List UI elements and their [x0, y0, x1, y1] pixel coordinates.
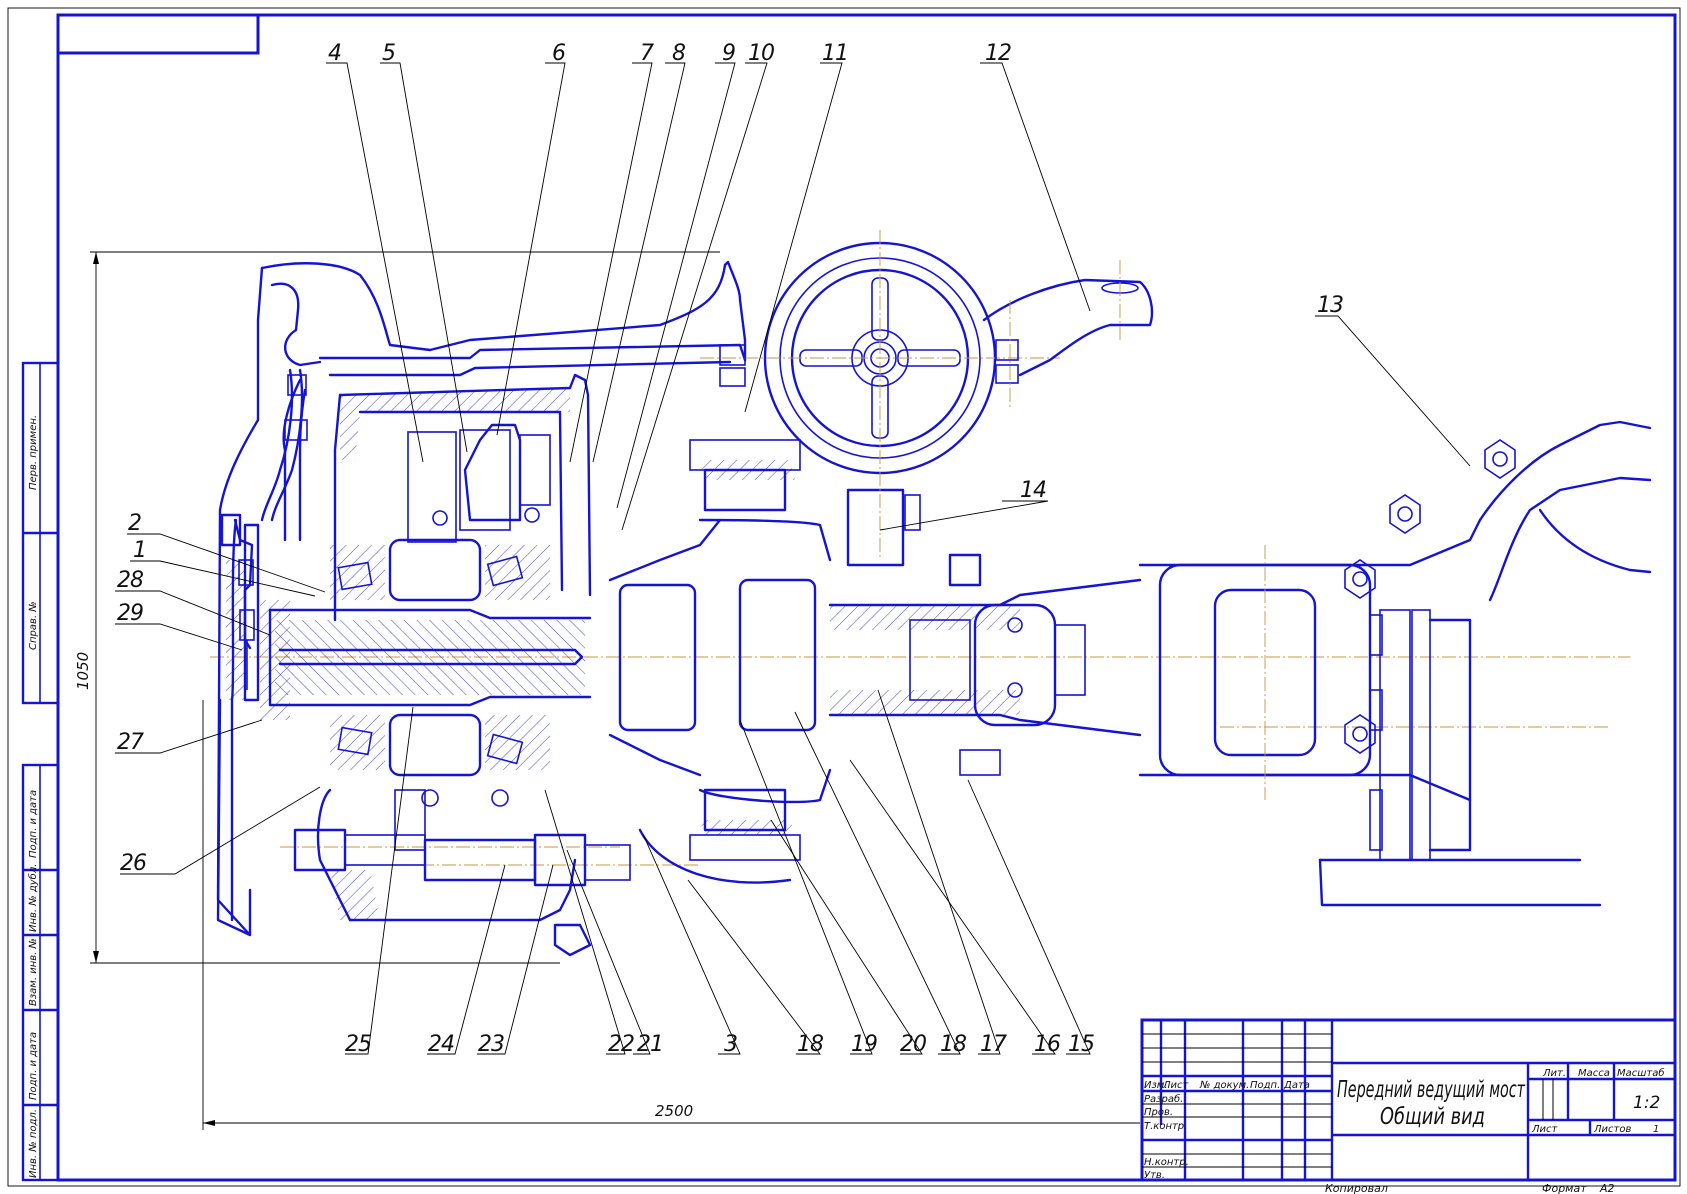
callout-label: 12	[985, 41, 1011, 66]
callout-label: 1	[133, 538, 146, 563]
format-value: A2	[1599, 1182, 1615, 1194]
callout-label: 28	[117, 568, 144, 593]
title-block: Изм. Лист № докум. Подп. Дата Разраб. Пр…	[1140, 1018, 1677, 1182]
top-left-stamp-box	[56, 13, 260, 55]
callout-label: 24	[428, 1032, 454, 1057]
callout-label: 19	[851, 1032, 877, 1057]
side-stamp-label: Инв. № дубл.	[27, 864, 39, 932]
callout-label: 25	[345, 1032, 371, 1057]
callout-label: 13	[1317, 293, 1343, 318]
callout-label: 6	[552, 41, 566, 66]
role-label: Пров.	[1144, 1107, 1173, 1118]
side-stamp-label: Подп. и дата	[28, 790, 39, 858]
callout-label: 2	[128, 511, 141, 536]
role-label: Т.контр.	[1144, 1121, 1187, 1132]
width-dimension: 2500	[202, 700, 1140, 1130]
col-header: № докум.	[1199, 1080, 1249, 1091]
callout-label: 9	[722, 41, 735, 66]
drawing-subtitle: Общий вид	[1380, 1104, 1485, 1130]
callout-label: 29	[117, 601, 143, 626]
axle-assembly	[210, 230, 1652, 957]
side-stamp-label: Инв. № подл.	[28, 1109, 39, 1178]
callout-label: 17	[980, 1032, 1007, 1057]
sheets-value: 1	[1653, 1124, 1659, 1135]
callout-label: 27	[117, 730, 144, 755]
drawing-title: Передний ведущий мост	[1337, 1077, 1525, 1103]
callout-numbers: 4 5 6 7 8 9 10 11 12 13 14 2 1 28 29 27 …	[117, 41, 1344, 1057]
callout-label: 26	[120, 851, 147, 876]
callout-label: 16	[1034, 1032, 1061, 1057]
callout-label: 7	[640, 41, 654, 66]
sheet-label: Лист	[1531, 1124, 1559, 1135]
role-label: Разраб.	[1144, 1093, 1183, 1105]
callout-label: 5	[382, 41, 395, 66]
side-stamp: Перв. примен. Справ. № Подп. и дата Инв.…	[21, 361, 60, 1182]
scale-label: Масштаб	[1617, 1067, 1665, 1079]
height-dimension-value: 1050	[74, 652, 92, 690]
col-header: Дата	[1283, 1080, 1310, 1091]
width-dimension-value: 2500	[655, 1102, 693, 1120]
side-stamp-label: Справ. №	[28, 601, 39, 650]
callout-label: 23	[478, 1032, 504, 1057]
callout-label: 15	[1068, 1032, 1094, 1057]
callout-label: 4	[328, 41, 341, 66]
scale-value: 1:2	[1633, 1093, 1660, 1113]
callout-label: 18	[940, 1032, 967, 1057]
callout-label: 10	[748, 41, 774, 66]
callout-label: 8	[672, 41, 686, 66]
copied-label: Копировал	[1325, 1182, 1388, 1194]
format-label: Формат	[1542, 1182, 1587, 1194]
callout-label: 20	[900, 1032, 926, 1057]
mass-label: Масса	[1578, 1068, 1610, 1079]
side-stamp-label: Подп. и дата	[28, 1032, 39, 1100]
callout-label: 18	[797, 1032, 824, 1057]
role-label: Утв.	[1144, 1170, 1165, 1181]
callout-label: 3	[724, 1032, 737, 1057]
col-header: Подп.	[1250, 1080, 1280, 1091]
callout-label: 21	[637, 1032, 663, 1057]
outer-frame	[7, 7, 1681, 1187]
col-header: Изм.	[1144, 1080, 1168, 1091]
callout-leaders	[115, 62, 1471, 1055]
callout-label: 22	[608, 1032, 634, 1057]
callout-label: 14	[1020, 478, 1046, 503]
lit-label: Лит.	[1542, 1068, 1566, 1079]
side-stamp-label: Взам. инв. №	[28, 938, 39, 1006]
side-stamp-label: Перв. примен.	[28, 415, 39, 490]
col-header: Лист	[1162, 1080, 1190, 1091]
role-label: Н.контр.	[1144, 1157, 1189, 1168]
inner-frame	[56, 13, 1677, 1182]
height-dimension: 1050	[74, 251, 720, 964]
sheets-label: Листов	[1593, 1124, 1631, 1135]
callout-label: 11	[822, 41, 848, 66]
